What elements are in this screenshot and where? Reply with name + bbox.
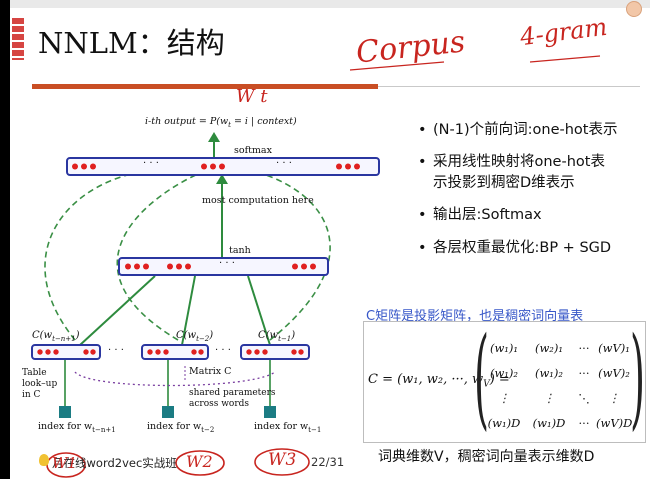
handwriting-w3: W3 [268,450,297,470]
matrix-right-bracket: ) [630,313,646,441]
index-node-1 [59,406,71,418]
slide-title: NNLM：结构 [38,26,225,60]
c-vector-3 [240,344,310,360]
left-black-strip [0,0,10,479]
page-number: 22/31 [311,455,345,469]
c-vector-2 [141,344,209,360]
handwriting-corpus-underline [349,61,445,71]
tanh-layer [118,257,329,276]
arrow-to-output [208,132,220,142]
title-decoration-icon [12,18,24,60]
bottom-note: 词典维数V，稠密词向量表示维数D [378,449,595,465]
bullet-4: •各层权重最优化:BP + SGD [418,240,612,256]
bullet-2-line2: 示投影到稠密D维表示 [433,175,575,191]
c-layer-dots-right: · · · [215,345,231,356]
matrix-left-bracket: ( [474,313,490,441]
output-label: i-th output = P(wt = i | context) [145,116,297,129]
skip-connection-middle [116,172,201,341]
edge-c3-tanh [247,275,271,346]
matrix-column-ellipsis: ······⋱··· [578,341,590,430]
c-label-2: C(wt−2) [176,330,214,343]
tanh-neurons [125,263,316,270]
bullet-1: •(N-1)个前向词:one-hot表示 [418,122,618,138]
edge-c2-tanh [181,275,196,346]
softmax-neurons [72,163,360,170]
shared-matrix-link [74,371,276,387]
c-label-1: C(wt−n+1) [32,330,80,343]
tanh-dots: · · · [219,258,235,269]
arrow-to-softmax [216,174,228,184]
window-top-bar [0,0,650,8]
c-vector-1 [31,344,101,360]
c-label-3: C(wt−1) [258,330,296,343]
matrix-c-label: Matrix C [189,366,232,377]
title-underline [32,84,378,89]
c-vector-neurons [37,349,304,355]
index-label-1: index for wt−n+1 [38,421,116,434]
title-thin-rule [378,86,640,87]
softmax-dots: · · · [143,158,159,169]
matrix-column-2: (w₂)₁(w₁)₂⋮(w₁)D [532,341,566,430]
bullet-3: •输出层:Softmax [418,207,542,223]
index-label-3: index for wt−1 [254,421,322,434]
matrix-formula-box [363,321,646,443]
index-node-2 [162,406,174,418]
c-layer-dots: · · · [108,345,124,356]
skip-connection-right [259,172,331,341]
softmax-dots-right: · · · [276,158,292,169]
highlight-circle-w3 [254,448,310,476]
matrix-formula-lhs: C = (w₁, w₂, ···, wV) = [368,372,510,390]
handwriting-w2: W2 [186,452,213,471]
matrix-note: C矩阵是投影矩阵，也是稠密词向量表 [366,309,584,324]
matrix-column-1: (w₁)₁(w₁)₂⋮(w₁)D [487,341,521,430]
index-node-3 [264,406,276,418]
handwriting-w1: W1 [52,454,77,472]
matrix-column-v: (wV)₁(wV)₂⋮(wV)D [596,341,633,430]
most-computation-label: most computation here [202,195,314,206]
skip-connection-left [44,172,136,341]
tanh-label: tanh [229,245,251,256]
handwriting-ngram-underline [529,55,601,63]
softmax-label: softmax [234,145,272,156]
lightbulb-icon [39,454,49,466]
bullet-2: •采用线性映射将one-hot表 [418,154,605,170]
footer-course: 月在线word2vec实战班 [52,456,177,470]
edge-c1-tanh [79,275,156,346]
recording-indicator-icon [626,1,642,17]
handwriting-wt: W t [236,86,268,107]
highlight-circle-w2 [175,450,225,476]
index-label-2: index for wt−2 [147,421,215,434]
